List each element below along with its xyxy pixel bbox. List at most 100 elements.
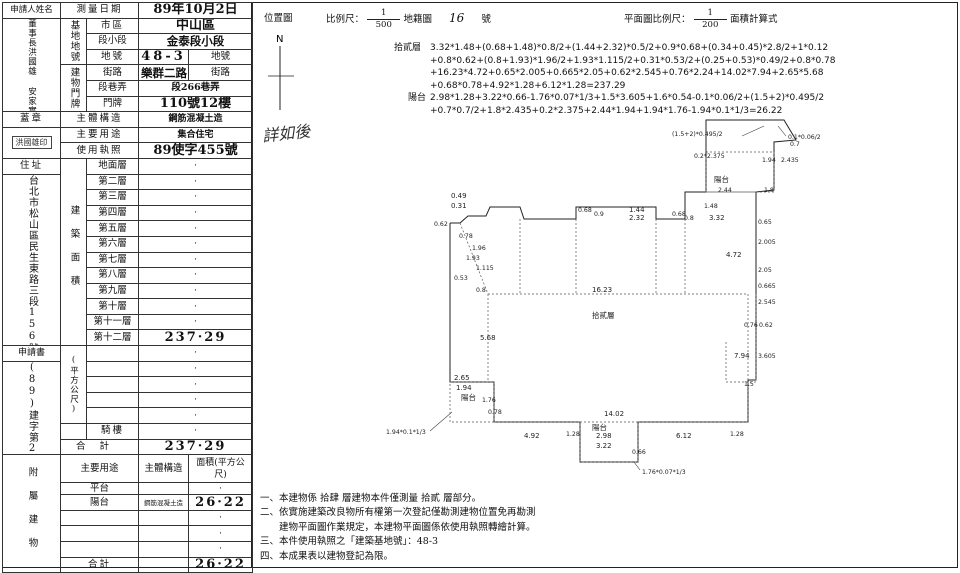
floor-name: 第七層 (85, 251, 140, 269)
balcony-label-bottom: 陽台 (592, 422, 607, 432)
dim-7-94: 7.94 (734, 352, 750, 360)
floor-plan-scale-label: 平面圖比例尺： (624, 14, 691, 25)
calc-floor12-label: 拾貳層 (394, 43, 422, 53)
dim-5-68: 5.68 (480, 334, 496, 342)
note-1: 一、本建物係 拾肆 層建物本件僅測量 拾貳 層部分。 (260, 493, 482, 504)
dim-top-f: 0.8 (684, 215, 694, 222)
floor-area: · (138, 313, 254, 331)
dim-r-0-65: 0.65 (758, 219, 772, 226)
dim-tr-top: (1.5+2)*0.495/2 (672, 131, 723, 138)
total-label: 合計 (59, 438, 140, 456)
dim-top-c: 1.44 (629, 206, 645, 214)
dim-16-23: 16.23 (592, 286, 612, 294)
fp-scale-denominator: 200 (702, 20, 719, 30)
plan-drawing: N 拾貳層 陽台 (268, 34, 821, 476)
lane: 段266巷弄 (138, 79, 254, 97)
attached-usage (59, 541, 140, 558)
dim-r-3-605: 3.605 (758, 353, 776, 360)
register-table: 申請人姓名 測量日期 89年10月2日 董事長洪國雄 安家實業股份有限公司 基地… (2, 2, 254, 573)
dim-r-1-5: 1.5 (744, 381, 754, 388)
license-number: 89使字455號 (138, 142, 254, 159)
attached-area: 26·22 (188, 494, 254, 511)
dim-note-left: 1.94*0.1*1/3 (386, 429, 426, 436)
blank-row: · (138, 360, 254, 378)
fp-scale-numerator: 1 (693, 8, 727, 20)
floor-area: · (138, 235, 254, 253)
floor-name: 第十一層 (85, 313, 140, 331)
dim-left-d: 1.115 (476, 265, 494, 272)
plan-panel: 位置圖 比例尺： 1 500 地籍圖 16 號 平面圖比例尺： 1 200 面積… (254, 2, 958, 568)
location-scale: 比例尺： 1 500 地籍圖 16 號 (326, 8, 491, 31)
floor-name: 第十層 (85, 298, 140, 315)
dim-3-22: 3.22 (596, 442, 612, 450)
floor-area: · (138, 282, 254, 300)
section: 金泰段小段 (138, 33, 254, 50)
dim-1-28b: 1.28 (730, 431, 744, 438)
dim-0-66: 0.66 (632, 449, 646, 456)
dim-r-0-665: 0.665 (758, 283, 776, 290)
application-no-label: 申請書 (2, 345, 61, 362)
calc-balcony-label: 陽台 (407, 93, 426, 104)
attached-label: 附屬建物 (2, 454, 61, 573)
calc-line: 3.32*1.48+(0.68+1.48)*0.8/2+(1.44+2.32)*… (430, 43, 829, 53)
attached-structure (138, 509, 190, 527)
dim-2-65: 2.65 (454, 374, 470, 382)
dim-tr-1-8: 1.8 (764, 187, 774, 194)
dim-6-12: 6.12 (676, 432, 692, 440)
scale-numerator: 1 (367, 8, 401, 20)
calc-floor12: 拾貳層 3.32*1.48+(0.68+1.48)*0.8/2+(1.44+2.3… (394, 42, 836, 55)
street: 樂群二路 (138, 64, 190, 81)
attached-structure (138, 525, 190, 542)
attached-structure (138, 482, 190, 496)
dim-1-94: 1.94 (456, 384, 472, 392)
lot-suffix: 地號 (188, 48, 254, 66)
blank-row: · (138, 376, 254, 393)
floor-area: · (138, 298, 254, 315)
dim-tr-2-375: 0.2*2.375 (694, 153, 725, 160)
scale-label: 比例尺： (326, 14, 365, 25)
attached-area: · (188, 482, 254, 496)
floor-area: 237·29 (138, 329, 254, 347)
floor-area: · (138, 204, 254, 222)
dim-top-j: 0.68 (578, 207, 592, 214)
floor-area: · (138, 189, 254, 206)
attached-structure-label: 主體構造 (138, 454, 190, 484)
lot-label: 地號 (85, 48, 140, 66)
structure-label: 主體構造 (59, 111, 140, 128)
note-2: 二、依實施建築改良物所有權第一次登記僅勘測建物位置免再勘測 (260, 507, 536, 519)
floor-name: 第九層 (85, 282, 140, 300)
dim-left-a: 0.62 (434, 221, 448, 228)
unit-label: (平方公尺) (60, 345, 87, 425)
applicant-name: 董事長洪國雄 安家實業股份有限公司 (2, 17, 61, 113)
dim-tr-small: 0.1*0.06/2 (788, 134, 821, 141)
number-label: 門牌 (85, 95, 140, 113)
dim-top-h: 0.9 (594, 211, 604, 218)
dim-r-2-05: 2.05 (758, 267, 772, 274)
attached-usage-label: 主要用途 (59, 454, 140, 484)
cadastral-label: 地籍圖 (403, 14, 433, 25)
city-district: 中山區 (138, 17, 254, 35)
dim-top-i: 1.48 (704, 203, 718, 210)
calc-line: +0.68*0.78+4.92*1.28+6.12*1.28=237.29 (430, 80, 626, 91)
calc-line: +0.7*0.7/2+1.8*2.435+0.2*2.375+2.44*1.94… (430, 105, 783, 116)
dim-top-b: 0.31 (451, 202, 467, 210)
dim-r-2-005: 2.005 (758, 239, 776, 246)
attached-total: 26·22 (188, 556, 254, 573)
floor-name: 第五層 (85, 220, 140, 237)
dim-tr-2-435: 2.435 (781, 157, 799, 164)
arcade-label: 騎樓 (85, 423, 140, 440)
dim-tr-1-94: 1.94 (762, 157, 776, 164)
seal-cell: 洪國雄印 (2, 126, 61, 159)
dim-top-d: 2.32 (629, 214, 645, 222)
address-label: 住址 (2, 157, 61, 175)
dim-tr-2-44: 2.44 (718, 187, 732, 194)
dim-14-02: 14.02 (604, 410, 624, 418)
company-name: 安家實業股份有限公司 (27, 87, 37, 111)
license-label: 使用執照 (59, 142, 140, 159)
attached-usage: 平台 (59, 482, 140, 496)
floor-group-label: 建築面積 (60, 157, 87, 347)
attached-area: · (188, 509, 254, 527)
blank-row: · (138, 345, 254, 362)
floor-name: 第二層 (85, 173, 140, 191)
scale-denominator: 500 (375, 20, 392, 30)
